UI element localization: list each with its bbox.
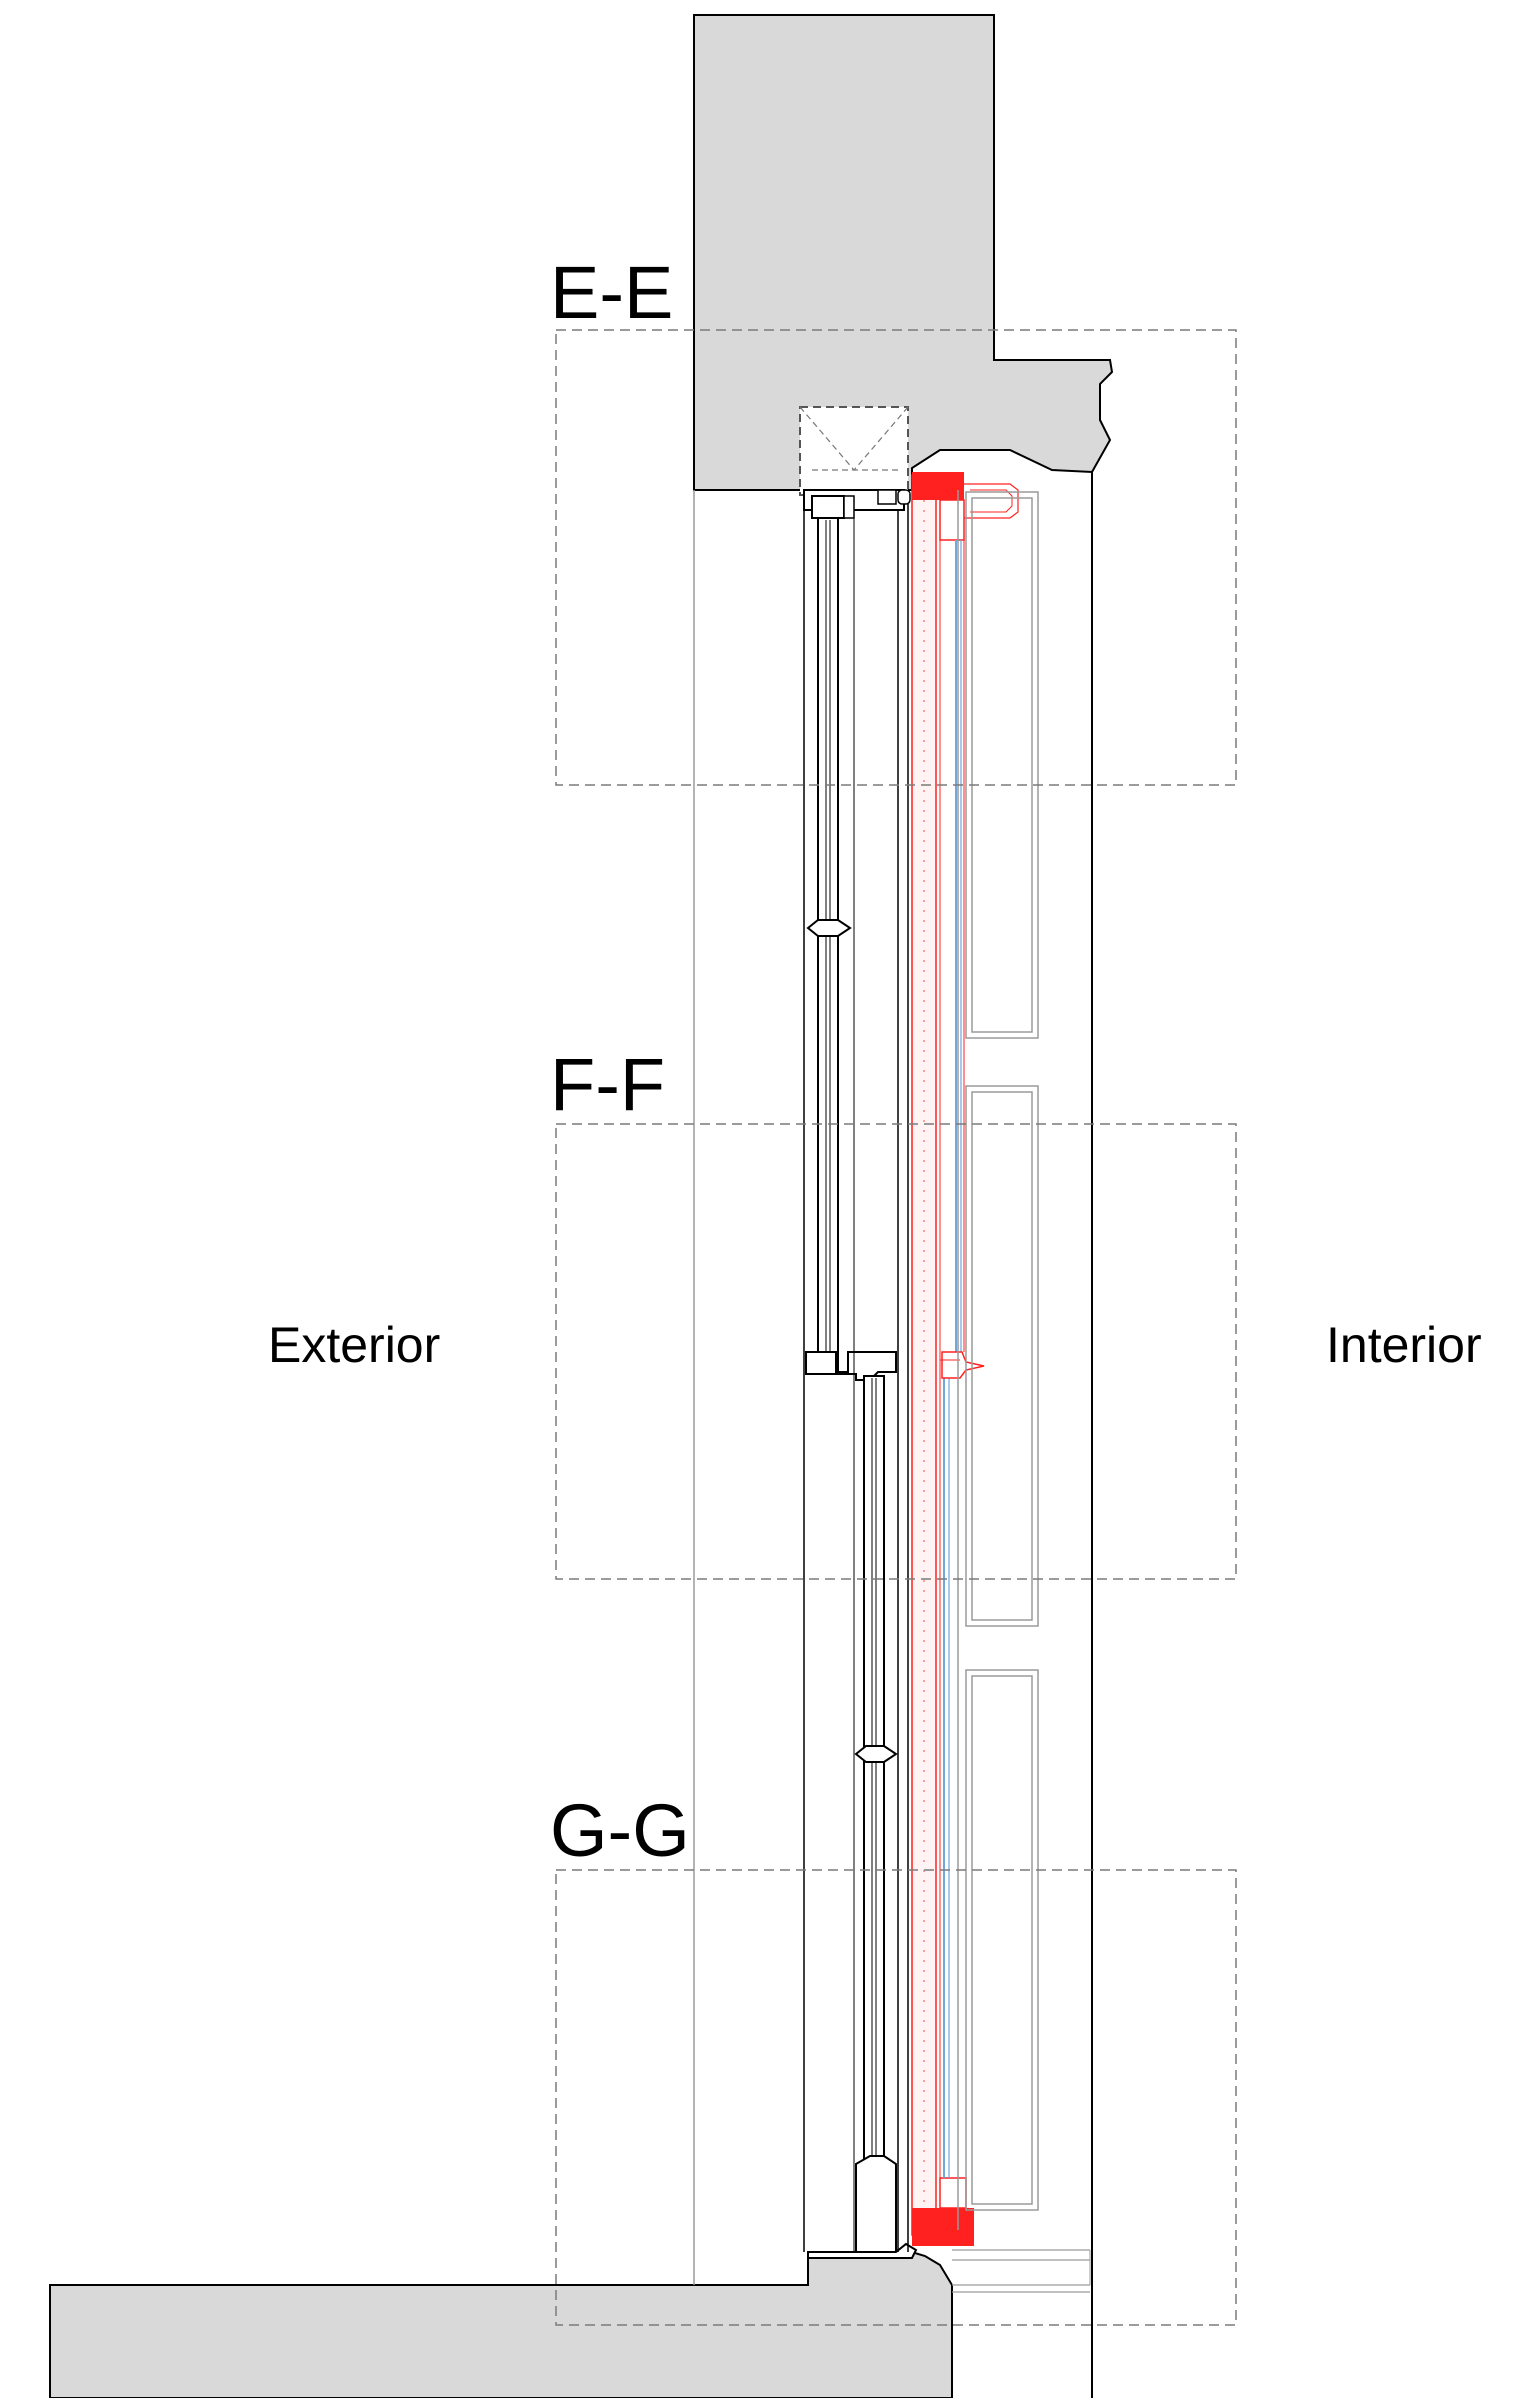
lower-sash-stile [863,1375,885,2167]
section-box-g [555,1869,1237,2326]
interior-sill-lines [952,2249,1090,2293]
meeting-rail-upper [805,1351,849,1375]
lower-sash-meeting-bead [854,1745,898,1763]
upper-sash-meeting-bead [806,919,852,937]
section-label-f: F-F [550,1043,665,1126]
bottom-rail [855,2155,897,2253]
red-head-block [912,472,964,500]
section-box-e [555,329,1237,786]
interior-label: Interior [1326,1317,1482,1373]
section-label-e: E-E [550,251,673,334]
red-bottom-block [912,2208,974,2246]
section-label-g: G-G [550,1789,690,1872]
head-weight-box [799,406,909,496]
red-head-detail [964,483,1019,519]
upper-sash-stile [817,517,839,1371]
section-box-f [555,1123,1237,1580]
head-frame-block [811,495,845,519]
sill-frame [807,2242,918,2259]
exterior-label: Exterior [268,1317,440,1373]
interior-panels [957,490,1039,2230]
sill-masonry [49,2248,953,2398]
secondary-meeting-detail [941,1351,985,1379]
